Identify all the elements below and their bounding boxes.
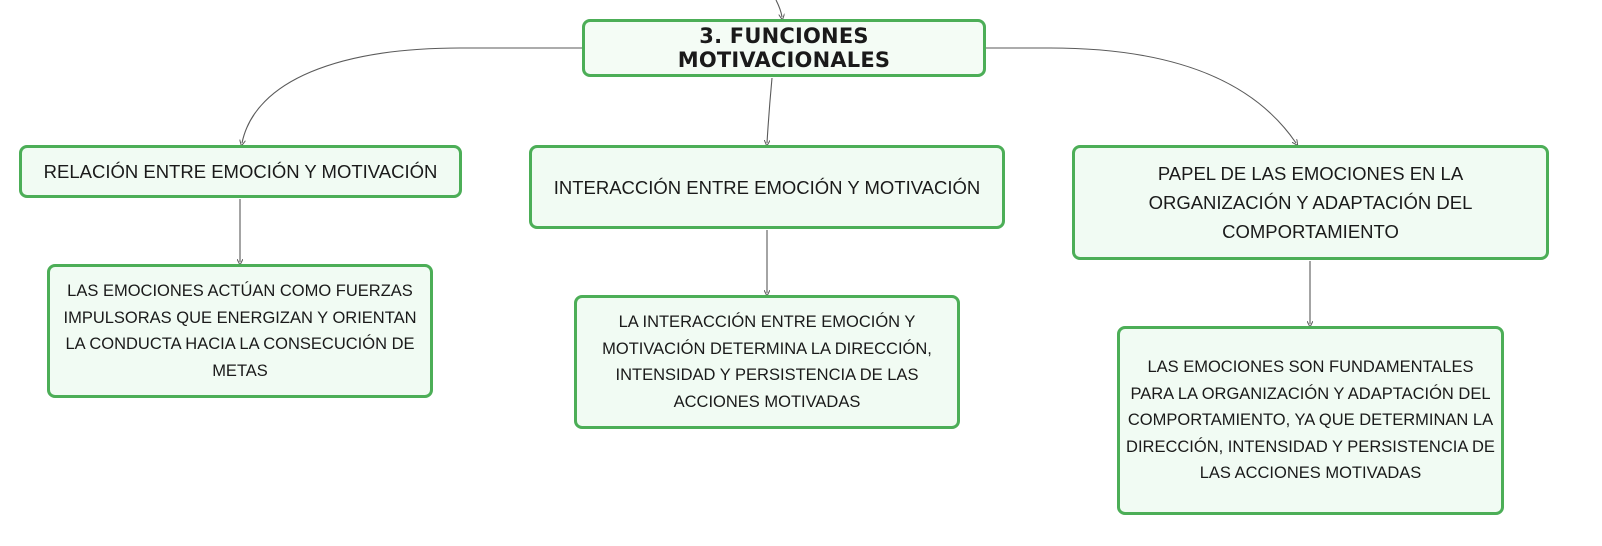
subtopic-node-interaccion[interactable]: INTERACCIÓN ENTRE EMOCIÓN Y MOTIVACIÓN (529, 145, 1005, 229)
root-topic-node[interactable]: 3. FUNCIONES MOTIVACIONALES (582, 19, 986, 77)
detail-node-interaccion[interactable]: LA INTERACCIÓN ENTRE EMOCIÓN Y MOTIVACIÓ… (574, 295, 960, 429)
detail-label: LAS EMOCIONES SON FUNDAMENTALES PARA LA … (1126, 358, 1495, 483)
connector-root-to-papel (986, 47, 1296, 143)
detail-label: LAS EMOCIONES ACTÚAN COMO FUERZAS IMPULS… (63, 282, 417, 380)
connector-root-to-relacion (242, 47, 582, 143)
detail-node-papel[interactable]: LAS EMOCIONES SON FUNDAMENTALES PARA LA … (1117, 326, 1504, 515)
root-topic-label: 3. FUNCIONES MOTIVACIONALES (677, 24, 891, 72)
subtopic-label: INTERACCIÓN ENTRE EMOCIÓN Y MOTIVACIÓN (553, 176, 981, 198)
subtopic-label: RELACIÓN ENTRE EMOCIÓN Y MOTIVACIÓN (43, 161, 438, 182)
incoming-parent-connector (775, 0, 782, 17)
subtopic-label: PAPEL DE LAS EMOCIONES EN LA ORGANIZACIÓ… (1148, 163, 1473, 242)
connector-root-to-interaccion (767, 77, 773, 143)
detail-node-relacion[interactable]: LAS EMOCIONES ACTÚAN COMO FUERZAS IMPULS… (47, 264, 433, 398)
subtopic-node-relacion[interactable]: RELACIÓN ENTRE EMOCIÓN Y MOTIVACIÓN (19, 145, 462, 198)
subtopic-node-papel[interactable]: PAPEL DE LAS EMOCIONES EN LA ORGANIZACIÓ… (1072, 145, 1549, 260)
detail-label: LA INTERACCIÓN ENTRE EMOCIÓN Y MOTIVACIÓ… (602, 313, 932, 411)
